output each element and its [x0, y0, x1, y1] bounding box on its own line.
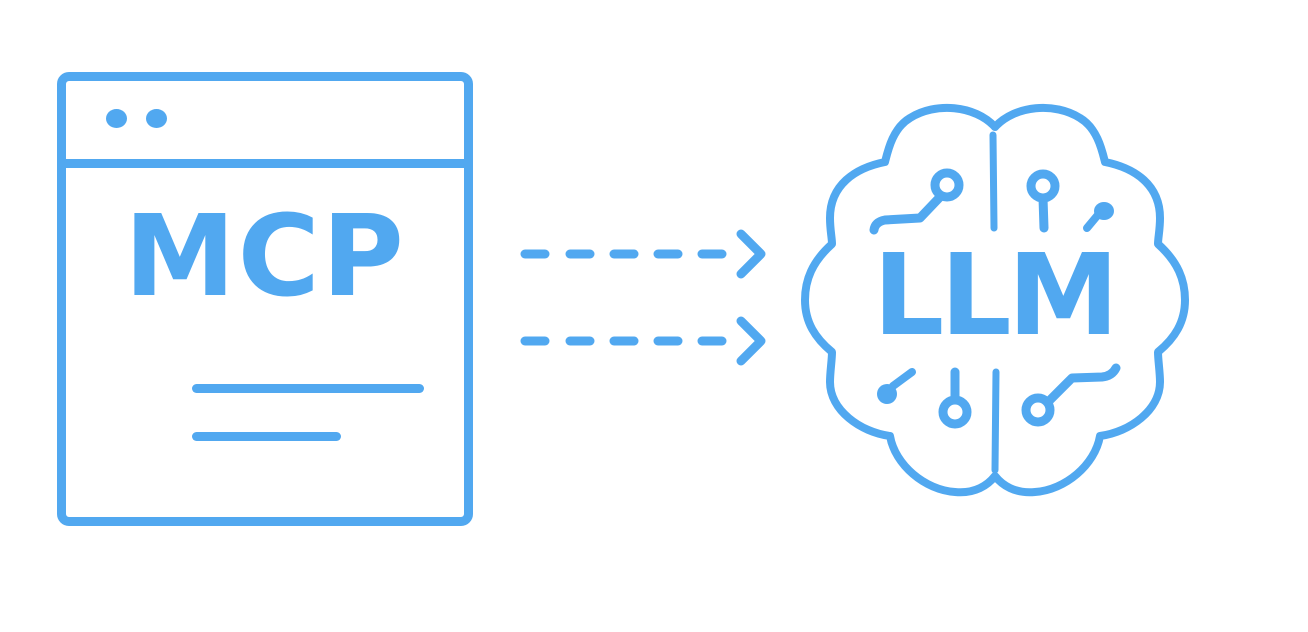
arrow-right-icon — [520, 229, 766, 279]
content-line — [192, 432, 341, 441]
content-line — [192, 384, 424, 393]
mcp-browser-window: MCP — [57, 72, 473, 526]
window-dot-icon — [146, 109, 167, 128]
mcp-label: MCP — [124, 192, 406, 322]
window-dot-icon — [106, 109, 127, 128]
arrow-right-icon — [520, 316, 766, 366]
circuit-node-icon — [877, 202, 1114, 404]
brain-circuit-icon — [801, 103, 1189, 497]
window-titlebar — [66, 81, 464, 168]
llm-label: LLM — [872, 231, 1119, 361]
